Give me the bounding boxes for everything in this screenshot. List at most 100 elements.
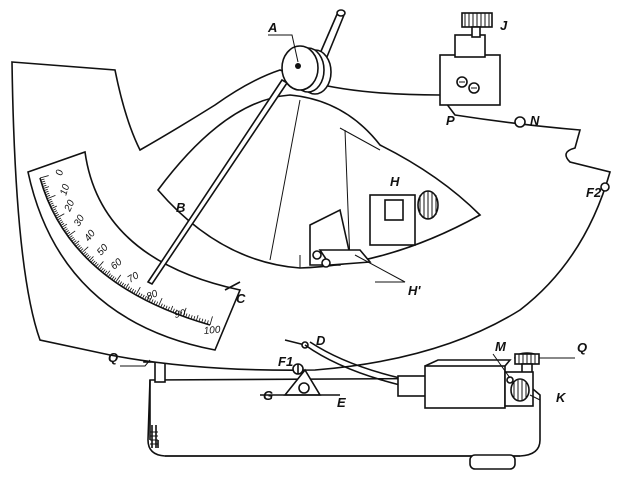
scale-number-0: 0 (54, 168, 66, 176)
scale-tick (125, 283, 129, 290)
label-g: G (263, 388, 273, 403)
scale-number-20: 20 (62, 198, 77, 214)
levelling-screw-right (514, 352, 540, 379)
scale-tick (167, 306, 170, 311)
clamp-assembly (439, 12, 501, 106)
scale-tick (117, 280, 121, 284)
label-m: M (495, 339, 507, 354)
scale-tick (175, 309, 178, 314)
label-c: C (236, 291, 246, 306)
scale-tick (79, 248, 84, 252)
scale-tick (72, 240, 77, 244)
scale-tick (115, 274, 122, 283)
scale-plate: 0 10 20 30 40 50 60 70 80 90 100 (27, 150, 242, 351)
scale-tick (57, 217, 62, 221)
label-e: E (337, 395, 346, 410)
scale-tick (65, 230, 69, 233)
scale-tick (190, 315, 193, 320)
scale-tick (133, 290, 137, 294)
scale-tick (195, 314, 199, 321)
scale-tick (160, 303, 163, 308)
leader-lines (120, 34, 575, 401)
scale-number-100: 100 (203, 325, 221, 337)
scale-tick (127, 286, 130, 291)
scale-tick (107, 273, 111, 278)
scale-tick (44, 190, 49, 194)
scale-tick (60, 223, 65, 226)
scale-tick (51, 205, 58, 209)
scale-tick (98, 266, 103, 270)
scale-tick (158, 297, 163, 307)
scale-tick (54, 212, 59, 215)
scale-tick (42, 184, 47, 187)
label-f2: F2 (586, 185, 602, 200)
scale-tick (55, 213, 60, 217)
scale-tick (182, 307, 187, 317)
scale-tick (92, 260, 96, 265)
scale-tick (40, 178, 45, 181)
scale-tick (204, 319, 206, 324)
scale-tick (104, 270, 108, 275)
scale-tick (148, 298, 152, 303)
scale-tick (172, 308, 175, 313)
scale-tick (105, 270, 111, 276)
scale-tick (153, 300, 156, 305)
scale-tick (78, 246, 82, 250)
scale-tick (146, 295, 150, 301)
scale-tick (162, 304, 166, 309)
scale-tick (48, 200, 53, 204)
scale-tick (137, 292, 141, 297)
pivot-hub (281, 45, 332, 95)
label-f1: F1 (278, 354, 293, 369)
scale-tick (111, 276, 115, 280)
scale-tick (131, 288, 135, 293)
scale-tick (170, 305, 174, 312)
hole-f2 (600, 182, 610, 192)
label-h-prime: H' (408, 283, 421, 298)
scale-tick (180, 311, 183, 316)
scale-number-80: 80 (145, 288, 160, 303)
scale-tick (70, 236, 74, 240)
scale-tick (75, 243, 80, 247)
scale-tick (53, 210, 58, 213)
scale-tick (165, 305, 168, 310)
label-b: B (176, 200, 185, 215)
label-k: K (556, 390, 567, 405)
scale-tick (100, 267, 104, 272)
scale-tick (177, 310, 180, 315)
label-p: P (446, 113, 455, 128)
scale-tick (121, 282, 124, 287)
scale-tick (58, 219, 63, 223)
scale-tick (102, 269, 106, 273)
label-a: A (267, 20, 277, 35)
scale-tick (193, 316, 196, 321)
label-j: J (500, 18, 508, 33)
label-d: D (316, 333, 326, 348)
hole-n (514, 116, 526, 128)
scale-tick (109, 274, 113, 279)
latch-c (224, 281, 241, 291)
scale-number-90: 90 (173, 308, 187, 321)
scale-tick (62, 226, 67, 230)
scale-tick (76, 245, 81, 249)
scale-tick (81, 246, 89, 254)
label-q-right: Q (577, 340, 587, 355)
label-q-left: Q (108, 350, 118, 365)
scale-tick (87, 256, 91, 260)
scale-tick (198, 317, 201, 322)
scale-tick (151, 299, 154, 304)
scale-tick (45, 192, 50, 196)
scale-tick (47, 198, 52, 202)
scale-tick (209, 316, 213, 326)
scale-tick (46, 194, 51, 198)
scale-tick (59, 221, 64, 225)
scale-tick (50, 204, 55, 208)
scale-tick (206, 320, 209, 325)
scale-tick (74, 240, 80, 246)
release-mechanism (260, 339, 534, 409)
scale-tick (187, 314, 190, 319)
scale-tick (68, 235, 73, 239)
scale-number-30: 30 (72, 213, 87, 229)
label-h: H (390, 174, 400, 189)
scale-tick (82, 251, 87, 255)
